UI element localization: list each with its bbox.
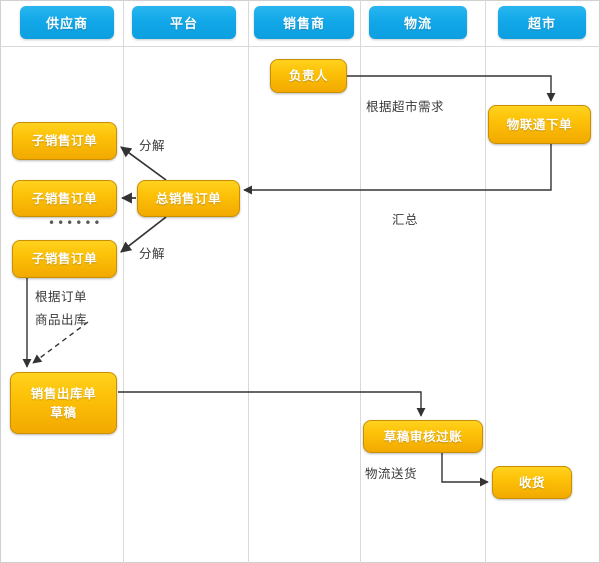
edge-by-order-dashed [32, 321, 89, 364]
node-iot-order[interactable]: 物联通下单 [488, 105, 591, 144]
lane-divider-4 [485, 0, 486, 563]
node-outbound-draft-line2: 草稿 [50, 405, 77, 420]
lane-divider-3 [360, 0, 361, 563]
edge-draft-audit-to-receive [441, 453, 489, 487]
node-sub-order-2[interactable]: 子销售订单 [12, 180, 117, 217]
edge-label-decompose-top: 分解 [139, 138, 166, 153]
lane-header-logistics[interactable]: 物流 [369, 6, 467, 39]
sub-order-ellipsis: •••••• [48, 216, 103, 230]
node-receive[interactable]: 收货 [492, 466, 572, 499]
lane-header-reseller[interactable]: 销售商 [254, 6, 354, 39]
lane-header-platform[interactable]: 平台 [132, 6, 236, 39]
edge-outbound-draft-to-draft-audit [118, 391, 426, 417]
lane-divider-1 [123, 0, 124, 563]
node-draft-audit[interactable]: 草稿审核过账 [363, 420, 483, 453]
node-owner[interactable]: 负责人 [270, 59, 347, 93]
lane-divider-2 [248, 0, 249, 563]
edge-iot-order-to-main-order [243, 144, 552, 195]
lane-header-supplier[interactable]: 供应商 [20, 6, 114, 39]
edge-label-aggregate: 汇总 [392, 212, 419, 227]
lane-header-supermarket[interactable]: 超市 [498, 6, 586, 39]
lane-header-separator [0, 46, 600, 47]
node-main-order[interactable]: 总销售订单 [137, 180, 240, 217]
edge-label-by-order-line1: 根据订单 [35, 289, 88, 304]
node-outbound-draft-line1: 销售出库单 [30, 385, 97, 401]
frame-top-border [0, 0, 600, 1]
node-sub-order-3[interactable]: 子销售订单 [12, 240, 117, 278]
edge-label-by-order-line2: 商品出库 [35, 312, 88, 327]
edge-label-by-demand: 根据超市需求 [366, 99, 445, 114]
frame-left-border [0, 0, 1, 563]
edge-label-delivery: 物流送货 [365, 466, 418, 481]
edge-label-decompose-bottom: 分解 [139, 246, 166, 261]
node-sub-order-1[interactable]: 子销售订单 [12, 122, 117, 160]
node-outbound-draft[interactable]: 销售出库单 草稿 [10, 372, 117, 434]
